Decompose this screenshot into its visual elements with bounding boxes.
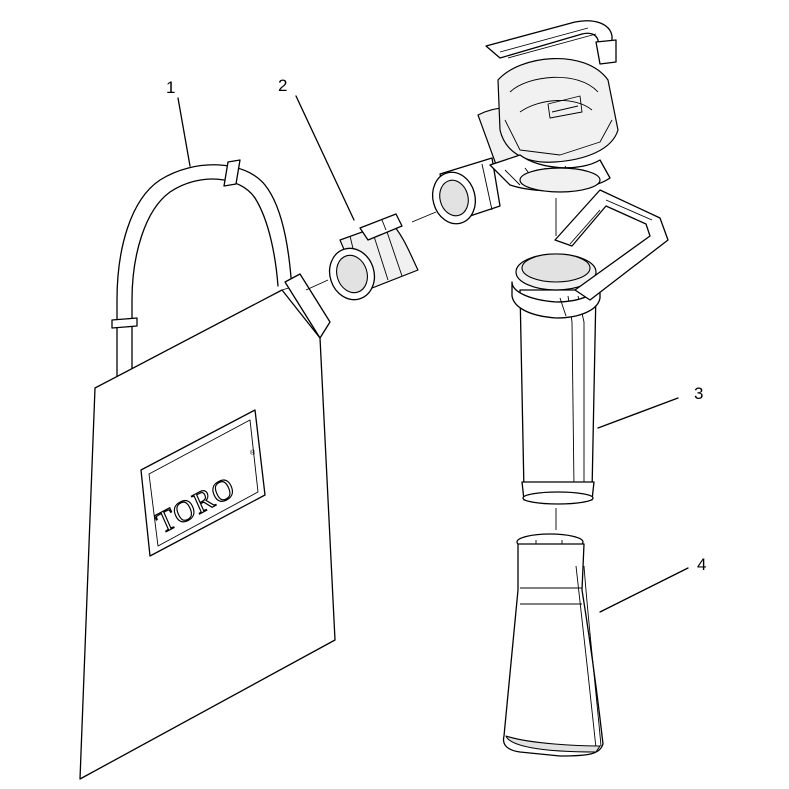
callout-1: 1 — [166, 78, 175, 97]
blower-body — [431, 20, 619, 225]
callout-4: 4 — [697, 555, 706, 574]
vacuum-tube-part — [511, 189, 669, 505]
callout-2: 2 — [278, 76, 287, 95]
bag-part: TORO ® — [79, 159, 336, 780]
callout-labels: 1 2 3 4 — [166, 76, 706, 574]
bag-body — [79, 289, 336, 780]
callout-3: 3 — [694, 384, 703, 403]
bag-strap — [111, 159, 293, 387]
lower-tube-part — [502, 533, 604, 757]
bag-collar — [284, 273, 331, 339]
leader-line-1 — [177, 97, 191, 167]
leader-line-3 — [597, 397, 679, 429]
logo-registered-mark: ® — [250, 449, 256, 457]
adapter-part — [328, 213, 419, 301]
alignment-lines — [305, 198, 557, 530]
leader-lines — [177, 95, 689, 613]
leader-line-4 — [599, 567, 689, 613]
leader-line-2 — [295, 95, 355, 221]
